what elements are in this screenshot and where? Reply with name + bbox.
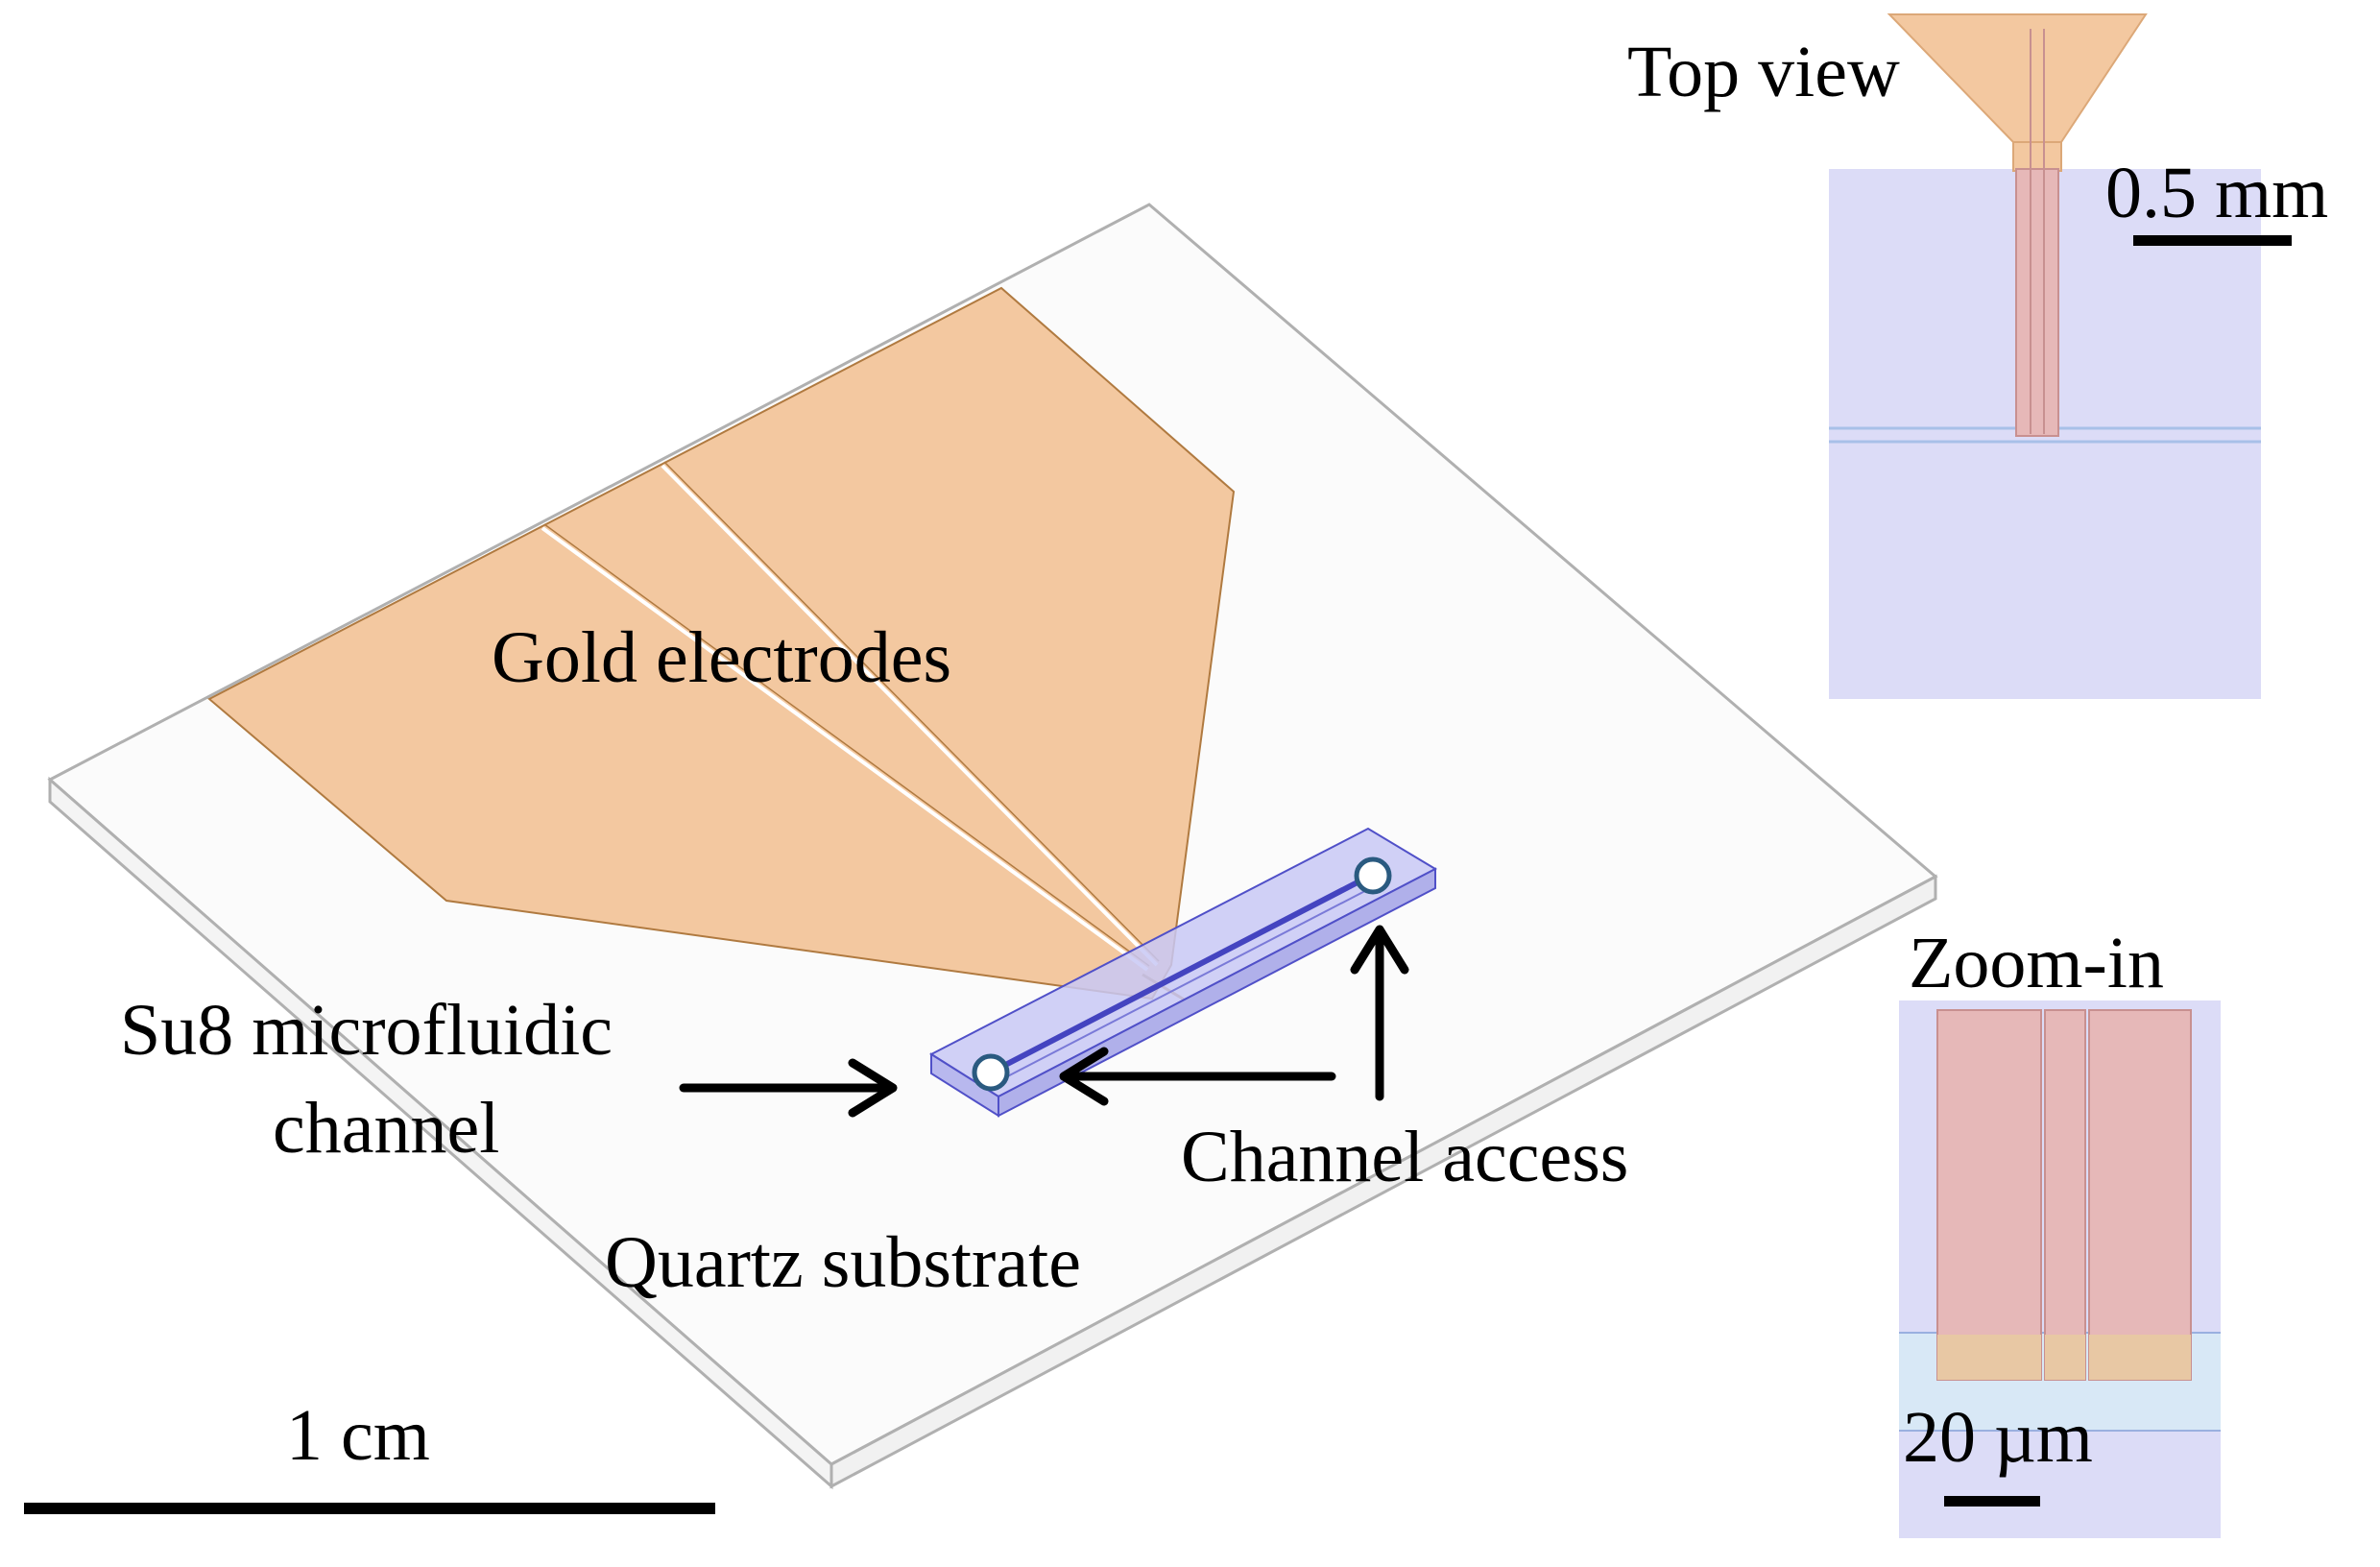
- top-view-electrode-taper: [1887, 13, 2148, 143]
- su8-side-face: [998, 867, 1436, 1118]
- zoom-in-scale-label: 20 µm: [1903, 1397, 2093, 1478]
- electrode-gap-1-edge: [543, 523, 1150, 967]
- top-view-title: Top view: [1627, 32, 1900, 112]
- label-quartz-substrate: Quartz substrate: [605, 1222, 1081, 1303]
- zoom-in-title: Zoom-in: [1909, 923, 2164, 1003]
- arrow-to-access-right: [1350, 925, 1409, 1101]
- zoom-in-electrode-left: [1936, 1009, 2042, 1381]
- label-gold-electrodes: Gold electrodes: [492, 617, 951, 698]
- channel-access-hole-left: [972, 1053, 1010, 1092]
- electrode-gap-2-edge: [663, 461, 1160, 962]
- label-su8-line2: channel: [273, 1088, 499, 1169]
- substrate-right-face: [829, 874, 1937, 1489]
- channel-access-hole-right: [1354, 856, 1392, 895]
- zoom-in-electrode-right: [2088, 1009, 2192, 1381]
- arrow-to-access-left: [1059, 1047, 1336, 1106]
- main-scale-bar: [24, 1503, 715, 1514]
- top-view-inset: [1829, 13, 2261, 699]
- main-scale-label: 1 cm: [286, 1395, 430, 1476]
- zoom-in-inset: [1899, 1000, 2221, 1538]
- arrow-to-su8-channel: [679, 1058, 898, 1118]
- electrode-gap-2: [661, 464, 1159, 967]
- label-su8-line1: Su8 microfluidic: [120, 990, 613, 1071]
- top-view-scale-label: 0.5 mm: [2105, 153, 2328, 233]
- zoom-in-electrode-middle: [2044, 1009, 2086, 1381]
- electrode-gap-1: [541, 526, 1149, 972]
- annotation-arrows: [679, 925, 1409, 1118]
- top-view-electrode-lead: [2015, 168, 2059, 437]
- su8-channel-block: [928, 827, 1438, 1118]
- su8-channel: [987, 869, 1380, 1076]
- top-view-scale-bar: [2133, 235, 2292, 246]
- su8-channel-edge: [994, 880, 1384, 1084]
- top-view-electrode-lead-upper: [2012, 141, 2062, 172]
- zoom-in-scale-bar: [1944, 1496, 2040, 1507]
- label-channel-access: Channel access: [1181, 1117, 1628, 1197]
